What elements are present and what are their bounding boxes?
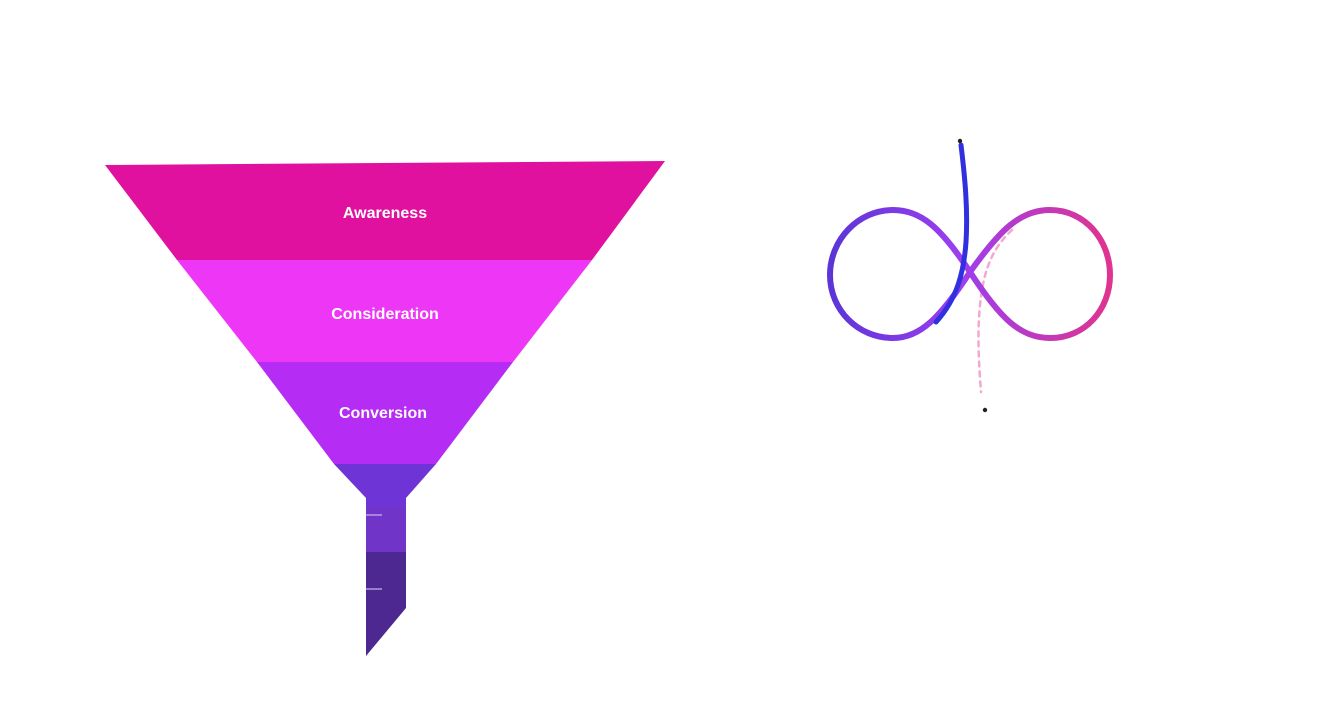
infinity-rising-stroke <box>933 142 970 325</box>
infinity-end-dot <box>982 407 988 413</box>
funnel: Awareness Consideration Conversion <box>105 161 665 656</box>
funnel-stage-awareness <box>105 161 665 260</box>
funnel-stage-spout-lower <box>366 552 406 656</box>
infinity-illustration <box>827 138 1113 413</box>
infinity-dashed-path <box>977 228 1014 394</box>
funnel-stage-spout-upper <box>366 508 406 552</box>
funnel-stage-conversion <box>257 362 513 464</box>
funnel-label-awareness: Awareness <box>343 205 427 222</box>
infinity-start-dot <box>957 138 963 144</box>
infinity-loop-path <box>827 207 1113 341</box>
funnel-label-consideration: Consideration <box>331 306 439 323</box>
funnel-stage-consideration <box>177 260 592 362</box>
funnel-stage-neck <box>334 464 436 508</box>
funnel-label-conversion: Conversion <box>339 405 427 422</box>
